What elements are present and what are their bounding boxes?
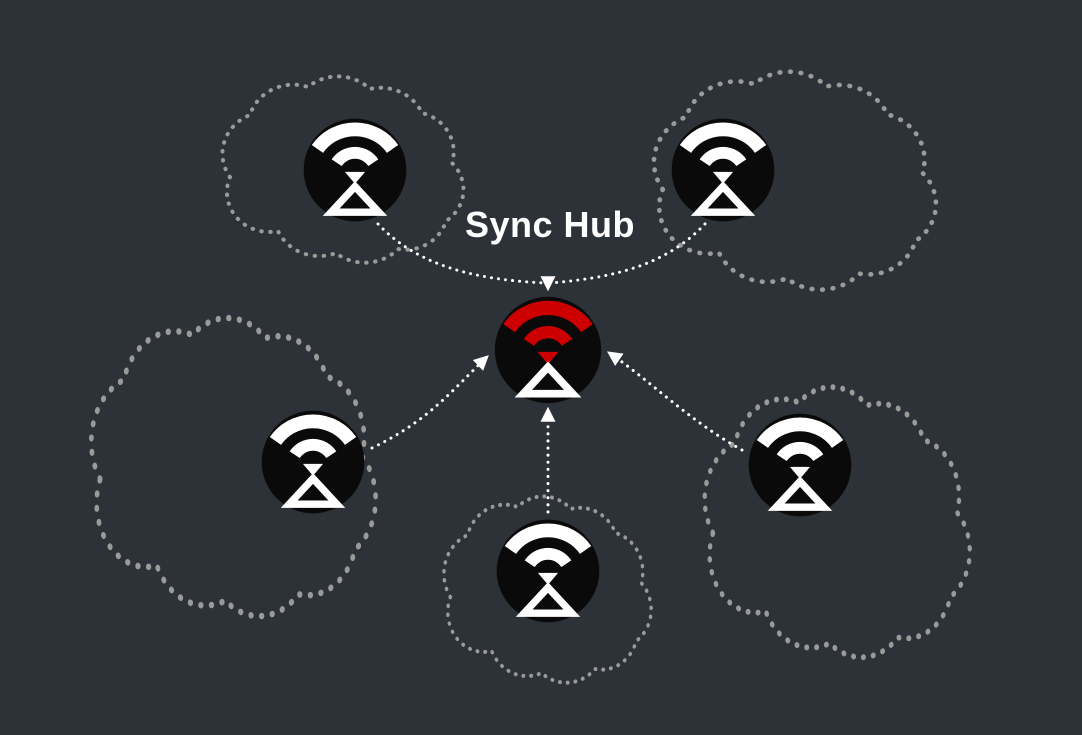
peer-top-right-sync-node-icon [672, 119, 775, 222]
arrow-top-left-to-hub [376, 222, 548, 285]
peer-mid-left-sync-node-icon [262, 411, 365, 514]
hub-title-label: Sync Hub [465, 204, 635, 245]
sync-hub-icon [495, 297, 601, 403]
arrows-layer [370, 222, 744, 514]
arrow-right-to-hub [606, 350, 744, 452]
peer-right-sync-node-icon [749, 414, 852, 517]
arrow-mid-left-to-hub [370, 354, 490, 450]
peer-top-left-sync-node-icon [304, 119, 407, 222]
peer-bottom-center-sync-node-icon [497, 520, 600, 623]
arrow-top-right-to-hub [548, 222, 707, 285]
